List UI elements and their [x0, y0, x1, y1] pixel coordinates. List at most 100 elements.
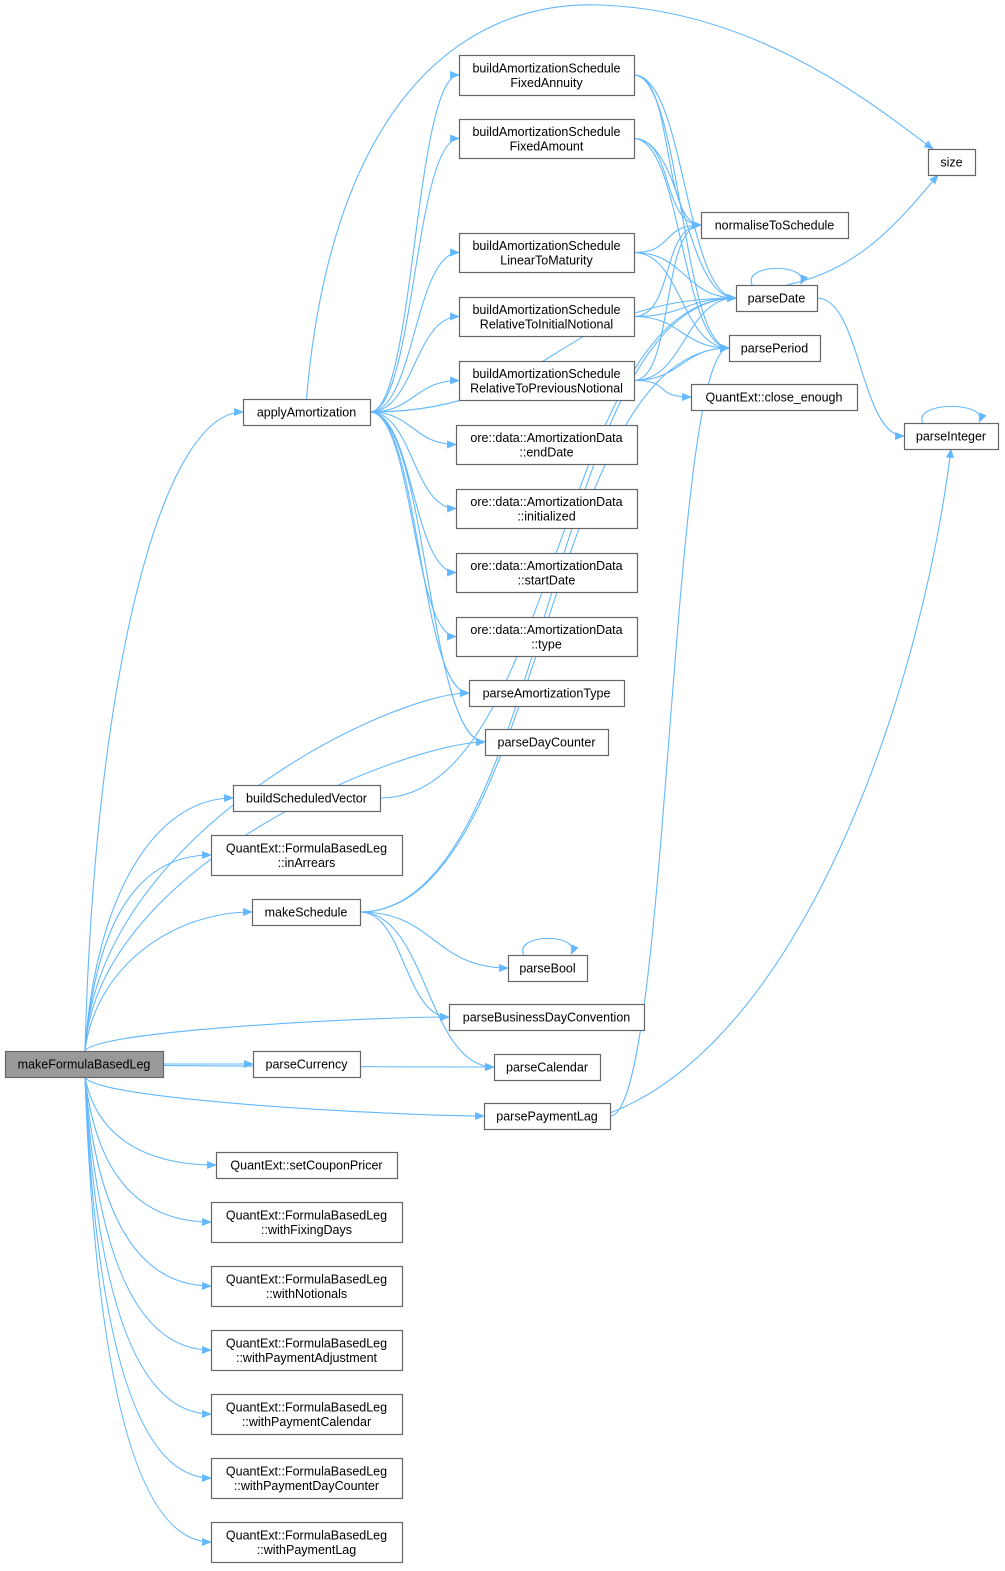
node-label: parseBool — [519, 962, 575, 976]
node-label: ::withPaymentDayCounter — [234, 1479, 379, 1493]
edge-apply-amortization-to-b-fixed-amount — [369, 134, 460, 413]
node-label: ::withPaymentLag — [257, 1543, 356, 1557]
node-parse-period[interactable]: parsePeriod — [728, 334, 822, 363]
node-label: FixedAmount — [510, 139, 584, 153]
node-box — [242, 398, 372, 427]
node-b-rel-init[interactable]: buildAmortizationScheduleRelativeToIniti… — [458, 296, 636, 338]
edge-parse-integer-to-parse-integer — [921, 405, 987, 424]
node-label: ::inArrears — [278, 856, 336, 870]
edge-b-rel-prev-to-parse-date — [633, 294, 737, 382]
edge-root-to-build-scheduled-vector — [84, 794, 234, 1052]
node-with-payment-adjustment[interactable]: QuantExt::FormulaBasedLeg::withPaymentAd… — [210, 1329, 404, 1372]
node-box — [448, 1003, 646, 1032]
edge-root-to-set-coupon-pricer — [84, 1076, 217, 1169]
node-size[interactable]: size — [927, 148, 977, 177]
node-label: ::withPaymentAdjustment — [236, 1351, 378, 1365]
node-b-rel-prev[interactable]: buildAmortizationScheduleRelativeToPrevi… — [458, 360, 636, 402]
node-label: normaliseToSchedule — [715, 219, 835, 233]
node-label: QuantExt::FormulaBasedLeg — [226, 1272, 387, 1286]
edge-b-rel-prev-to-normalise-to-schedule — [633, 221, 702, 382]
node-box — [468, 679, 626, 708]
node-parse-integer[interactable]: parseInteger — [903, 422, 1000, 451]
node-type[interactable]: ore::data::AmortizationData::type — [455, 616, 639, 658]
edge-parse-date-to-size — [786, 174, 939, 286]
node-box — [251, 898, 362, 927]
edge-apply-amortization-to-b-rel-init — [369, 312, 460, 413]
node-label: buildAmortizationSchedule — [472, 61, 620, 75]
edge-root-to-make-schedule — [84, 908, 253, 1052]
node-with-fixing-days[interactable]: QuantExt::FormulaBasedLeg::withFixingDay… — [210, 1201, 404, 1244]
node-box — [210, 1393, 404, 1436]
edge-b-rel-init-to-normalise-to-schedule — [633, 221, 702, 318]
node-box — [483, 1102, 612, 1131]
edge-apply-amortization-to-parse-day-counter — [369, 411, 486, 746]
edge-b-linear-to-parse-period — [633, 251, 730, 352]
edge-parse-payment-lag-to-parse-integer — [609, 448, 954, 1114]
node-label: LinearToMaturity — [500, 253, 593, 267]
node-start-date[interactable]: ore::data::AmortizationData::startDate — [455, 552, 639, 594]
node-root[interactable]: makeFormulaBasedLeg — [4, 1050, 165, 1079]
node-parse-currency[interactable]: parseCurrency — [252, 1050, 362, 1079]
edge-root-to-with-payment-day-counter — [84, 1076, 212, 1482]
node-initialized[interactable]: ore::data::AmortizationData::initialized — [455, 488, 639, 530]
node-parse-calendar[interactable]: parseCalendar — [493, 1053, 602, 1082]
edge-root-to-with-fixing-days — [84, 1076, 212, 1226]
node-label: parseDate — [748, 292, 806, 306]
node-label: RelativeToPreviousNotional — [470, 381, 623, 395]
node-parse-bool[interactable]: parseBool — [507, 954, 589, 983]
node-end-date[interactable]: ore::data::AmortizationData::endDate — [455, 424, 639, 466]
edge-apply-amortization-to-parse-date — [369, 294, 737, 413]
node-label: QuantExt::FormulaBasedLeg — [226, 841, 387, 855]
node-box — [458, 296, 636, 338]
edge-b-linear-to-parse-date — [633, 251, 737, 302]
edge-build-scheduled-vector-to-parse-date — [379, 294, 737, 799]
node-label: makeSchedule — [265, 906, 348, 920]
node-parse-payment-lag[interactable]: parsePaymentLag — [483, 1102, 612, 1131]
edge-make-schedule-to-parse-calendar — [359, 911, 495, 1071]
node-box — [210, 1521, 404, 1564]
node-make-schedule[interactable]: makeSchedule — [251, 898, 362, 927]
node-parse-bdc[interactable]: parseBusinessDayConvention — [448, 1003, 646, 1032]
node-box — [455, 552, 639, 594]
node-box — [903, 422, 1000, 451]
node-label: buildAmortizationSchedule — [472, 367, 620, 381]
edge-root-to-with-payment-calendar — [84, 1076, 212, 1418]
node-with-payment-day-counter[interactable]: QuantExt::FormulaBasedLeg::withPaymentDa… — [210, 1457, 404, 1500]
node-apply-amortization[interactable]: applyAmortization — [242, 398, 372, 427]
node-box — [455, 424, 639, 466]
node-label: ::endDate — [519, 445, 573, 459]
node-close-enough[interactable]: QuantExt::close_enough — [690, 383, 859, 412]
edge-apply-amortization-to-start-date — [369, 411, 457, 577]
node-box — [210, 1457, 404, 1500]
node-box — [210, 1201, 404, 1244]
node-box — [728, 334, 822, 363]
node-box — [458, 232, 636, 274]
node-with-notionals[interactable]: QuantExt::FormulaBasedLeg::withNotionals — [210, 1265, 404, 1308]
node-label: size — [940, 156, 962, 170]
node-label: FixedAnnuity — [510, 76, 583, 90]
edge-apply-amortization-to-parse-amortization-type — [369, 411, 470, 697]
edge-make-schedule-to-parse-date — [359, 294, 737, 913]
node-set-coupon-pricer[interactable]: QuantExt::setCouponPricer — [215, 1151, 399, 1180]
node-normalise-to-schedule[interactable]: normaliseToSchedule — [700, 211, 850, 240]
node-box — [458, 118, 636, 160]
node-label: parseDayCounter — [498, 736, 596, 750]
node-with-payment-lag[interactable]: QuantExt::FormulaBasedLeg::withPaymentLa… — [210, 1521, 404, 1564]
edge-parse-date-to-parse-date — [750, 267, 809, 286]
node-label: parsePeriod — [741, 342, 808, 356]
node-box — [455, 616, 639, 658]
node-label: ore::data::AmortizationData — [470, 559, 622, 573]
node-in-arrears[interactable]: QuantExt::FormulaBasedLeg::inArrears — [210, 834, 404, 877]
node-with-payment-calendar[interactable]: QuantExt::FormulaBasedLeg::withPaymentCa… — [210, 1393, 404, 1436]
node-parse-day-counter[interactable]: parseDayCounter — [484, 728, 610, 757]
node-parse-date[interactable]: parseDate — [735, 284, 819, 313]
node-label: ore::data::AmortizationData — [470, 623, 622, 637]
node-b-linear[interactable]: buildAmortizationScheduleLinearToMaturit… — [458, 232, 636, 274]
node-parse-amortization-type[interactable]: parseAmortizationType — [468, 679, 626, 708]
edge-b-fixed-amount-to-parse-date — [633, 137, 737, 302]
node-build-scheduled-vector[interactable]: buildScheduledVector — [232, 784, 382, 813]
edge-root-to-with-notionals — [84, 1076, 212, 1290]
node-label: QuantExt::setCouponPricer — [230, 1159, 382, 1173]
